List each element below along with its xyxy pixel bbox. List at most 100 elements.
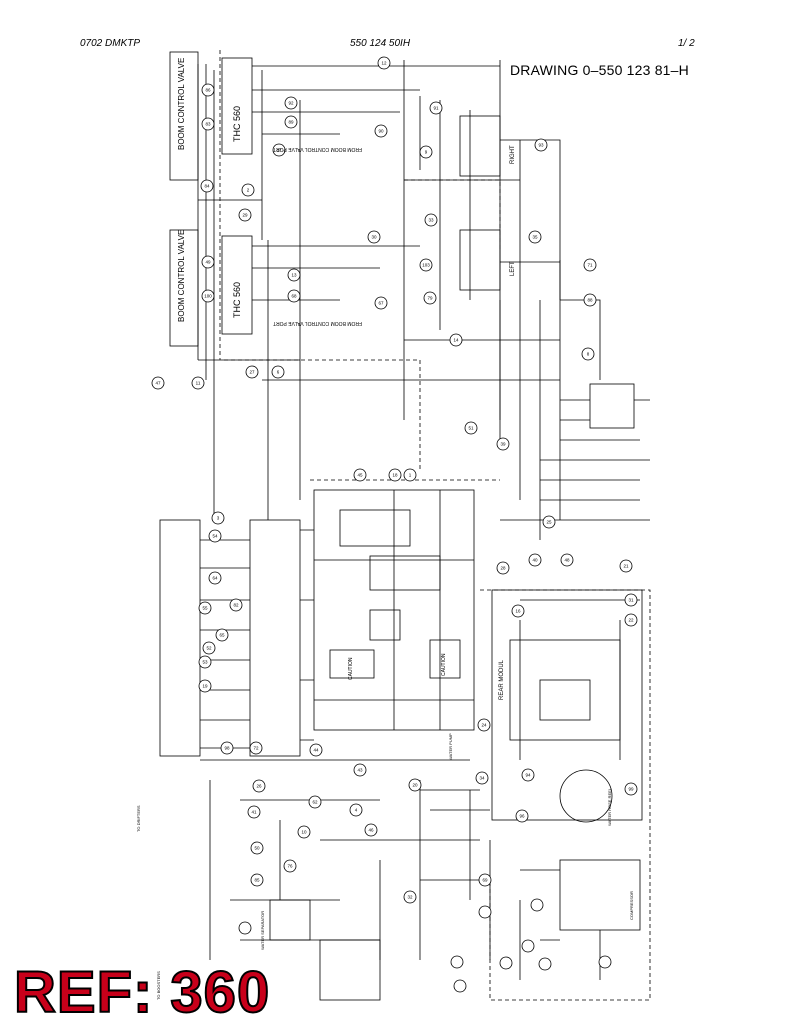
lower-valve-label: BOOM CONTROL VALVE — [177, 230, 186, 322]
rear-module — [491, 589, 643, 821]
header-doc-code: 0702 DMKTP — [80, 38, 141, 49]
right-valve-label: RIGHT — [510, 145, 516, 164]
callout-number: 41 — [251, 810, 257, 815]
drifter-bank — [159, 519, 201, 757]
lower-valve-block — [319, 939, 381, 1001]
callout-number: 49 — [205, 260, 211, 265]
callout-number: 9 — [425, 150, 428, 155]
callout-number: 47 — [155, 381, 161, 386]
upper-thc-label: THC 560 — [232, 106, 242, 142]
callout-number: 68 — [291, 294, 297, 299]
water-pump-label: WATER PUMP — [448, 733, 453, 760]
right-valve — [459, 115, 501, 177]
callout-number: 27 — [249, 370, 255, 375]
callout-number: 33 — [428, 218, 434, 223]
callout-number: 32 — [407, 895, 413, 900]
callout-number: 4 — [355, 808, 358, 813]
to-drifters-label: TO DRIFTERS — [136, 805, 141, 832]
callout-number: 50 — [254, 846, 260, 851]
callout-number: 34 — [479, 776, 485, 781]
left-valve-label: LEFT — [510, 261, 516, 276]
callout-number: 99 — [628, 787, 634, 792]
rear-module-label: REAR MODUL — [499, 659, 505, 700]
to-boosters-label: TO BOOSTERS — [156, 971, 161, 1000]
upper-thc-box — [221, 57, 253, 155]
callout-number: 72 — [253, 746, 259, 751]
left-valve — [459, 229, 501, 291]
upper-port-note: FROM BOOM CONTROL VALVE PORT — [273, 146, 362, 152]
caution-label-b: CAUTION — [441, 653, 447, 676]
callout-number: 86 — [205, 88, 211, 93]
callout-number: 93 — [538, 143, 544, 148]
water-separator — [269, 899, 311, 941]
callout-number: 18 — [392, 473, 398, 478]
lower-thc-label: THC 560 — [232, 282, 242, 318]
callout-number: 6 — [277, 370, 280, 375]
callout-number: 82 — [233, 603, 239, 608]
callout-number: 35 — [532, 235, 538, 240]
callout-number: 24 — [481, 723, 487, 728]
callout-number: 52 — [206, 646, 212, 651]
filter-block — [589, 383, 635, 429]
callout-number: 55 — [202, 606, 208, 611]
callout-number: 87 — [276, 148, 282, 153]
callout-number: 13 — [291, 273, 297, 278]
callout-number: 39 — [500, 442, 506, 447]
valve-bank — [249, 519, 301, 757]
callout-number: 79 — [427, 296, 433, 301]
callout-number: 25 — [546, 520, 552, 525]
callout-number: 92 — [288, 101, 294, 106]
header-part-number: 550 124 50IH — [350, 38, 411, 49]
callout-number: 43 — [357, 768, 363, 773]
callout-number: 64 — [212, 576, 218, 581]
callout-number: 26 — [256, 784, 262, 789]
callout-number: 90 — [378, 129, 384, 134]
callout-number: 69 — [482, 878, 488, 883]
callout-number: 1 — [409, 473, 412, 478]
callout-number: 40 — [532, 558, 538, 563]
callout-number: 51 — [468, 426, 474, 431]
callout-number: 21 — [623, 564, 629, 569]
header-page-number: 1/ 2 — [678, 38, 695, 49]
callout-number: 65 — [219, 633, 225, 638]
lower-thc-box — [221, 235, 253, 335]
callout-number: 84 — [204, 184, 210, 189]
callout-number: 76 — [287, 864, 293, 869]
callout-number: 14 — [453, 338, 459, 343]
callout-number: 98 — [224, 746, 230, 751]
callout-number: 46 — [368, 828, 374, 833]
callout-number: 88 — [587, 298, 593, 303]
callout-number: 12 — [381, 61, 387, 66]
callout-number: 91 — [433, 106, 439, 111]
callout-number: 44 — [313, 748, 319, 753]
callout-number: 103 — [422, 263, 430, 268]
callout-number: 62 — [312, 800, 318, 805]
callout-number: 71 — [587, 263, 593, 268]
callout-number: 10 — [301, 830, 307, 835]
callout-number: 54 — [212, 534, 218, 539]
callout-number: 30 — [371, 235, 377, 240]
callout-number: 8 — [587, 352, 590, 357]
water-separator-label: WATER SEPARATOR — [260, 911, 265, 950]
callout-number: 3 — [217, 516, 220, 521]
callout-number: 22 — [628, 618, 634, 623]
caution-label-a: CAUTION — [348, 657, 354, 680]
callout-number: 89 — [288, 120, 294, 125]
callout-number: 19 — [202, 684, 208, 689]
hose-reel-label: WATER HOSE REEL — [607, 787, 612, 826]
callout-number: 11 — [196, 381, 201, 386]
reference-stamp: REF: 360 — [13, 960, 271, 1025]
callout-number: 20 — [412, 783, 418, 788]
callout-number: 2 — [247, 188, 250, 193]
callout-number: 53 — [202, 660, 208, 665]
lower-port-note: FROM BOOM CONTROL VALVE PORT — [273, 320, 362, 326]
drawing-title: DRAWING 0–550 123 81–H — [510, 62, 689, 78]
callout-number: 31 — [628, 598, 634, 603]
callout-number: 16 — [515, 609, 521, 614]
compressor-block — [559, 859, 641, 931]
callout-number: 45 — [357, 473, 363, 478]
callout-number: 67 — [378, 301, 384, 306]
callout-number: 85 — [254, 878, 260, 883]
compressor-label: COMPRESSOR — [629, 891, 634, 920]
